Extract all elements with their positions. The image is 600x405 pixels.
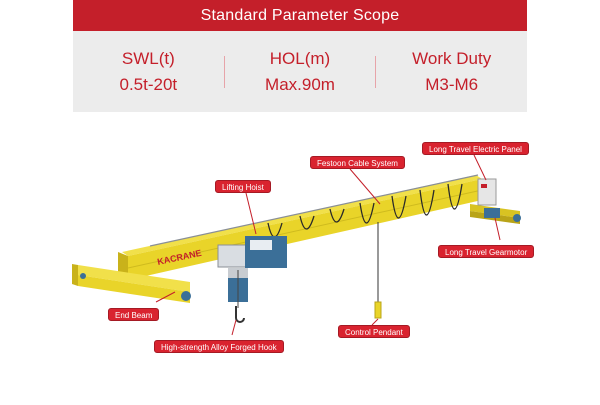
callout-text: High-strength Alloy Forged Hook: [161, 343, 277, 352]
callout-text: Long Travel Electric Panel: [429, 145, 522, 154]
callout-festoon: Festoon Cable System: [310, 156, 405, 169]
callout-text: Lifting Hoist: [222, 183, 264, 192]
param-swl-value: 0.5t-20t: [119, 74, 178, 94]
hoist-unit: [217, 236, 287, 308]
callout-text: End Beam: [115, 311, 153, 320]
callout-control-pendant: Control Pendant: [338, 325, 410, 338]
main-girder: [118, 175, 483, 280]
param-swl-name: SWL(t): [121, 48, 175, 68]
callout-lifting-hoist: Lifting Hoist: [215, 180, 271, 193]
param-work-duty: Work Duty M3-M6: [376, 46, 527, 98]
leader-lines: [155, 154, 501, 336]
callout-text: Long Travel Gearmotor: [445, 248, 528, 257]
lt-electric-panel: [477, 178, 497, 206]
callout-end-beam: End Beam: [108, 308, 160, 321]
banner-title: Standard Parameter Scope: [200, 6, 400, 24]
param-hol-value: Max.90m: [265, 74, 335, 94]
callout-text: Control Pendant: [345, 328, 403, 337]
callout-hook: High-strength Alloy Forged Hook: [154, 340, 284, 353]
lt-gearmotor: [484, 208, 500, 218]
param-swl: SWL(t) 0.5t-20t: [73, 46, 224, 98]
callout-lt-gearmotor: Long Travel Gearmotor: [438, 245, 535, 258]
callout-lt-panel: Long Travel Electric Panel: [422, 142, 529, 155]
parameter-panel: SWL(t) 0.5t-20t HOL(m) Max.90m Work Duty…: [73, 31, 527, 112]
parameter-scope-banner: Standard Parameter Scope: [73, 0, 527, 31]
near-end-beam: [72, 264, 191, 303]
festoon-cables: [267, 183, 463, 238]
param-divider: [375, 55, 377, 88]
festoon-track: [149, 174, 479, 247]
crane-diagram: KACRANE: [0, 112, 600, 400]
control-pendant: [374, 301, 382, 319]
param-hol-name: HOL(m): [269, 48, 331, 68]
param-divider: [223, 55, 225, 88]
crane-illustration: KACRANE: [72, 154, 521, 336]
param-work-duty-value: M3-M6: [425, 74, 479, 94]
callout-text: Festoon Cable System: [317, 159, 398, 168]
hook: [235, 306, 245, 323]
param-hol: HOL(m) Max.90m: [225, 46, 376, 98]
param-work-duty-name: Work Duty: [412, 48, 492, 68]
